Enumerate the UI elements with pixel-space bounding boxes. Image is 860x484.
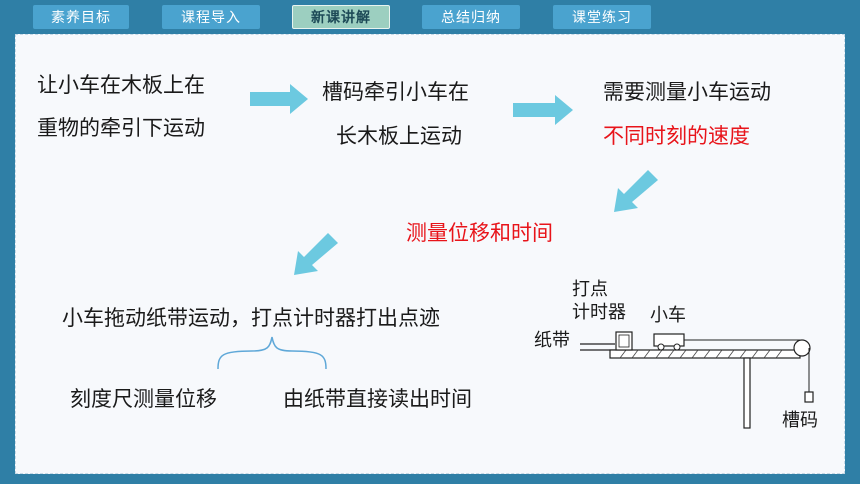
step4-text: 测量位移和时间 xyxy=(406,221,553,245)
tab-kecheng-daoru[interactable]: 课程导入 xyxy=(162,5,260,29)
arrow-down-left-1-icon xyxy=(614,170,658,212)
step2-line2: 长木板上运动 xyxy=(336,124,462,148)
step2-line1: 槽码牵引小车在 xyxy=(322,80,469,104)
content-panel xyxy=(15,34,845,474)
branch-right-text: 由纸带直接读出时间 xyxy=(283,387,472,411)
label-timer-line1: 打点 xyxy=(572,279,608,300)
tab-suyang-mubiao[interactable]: 素养目标 xyxy=(33,5,129,29)
brace-icon xyxy=(217,336,327,370)
panel-border xyxy=(15,34,845,474)
step3-line2: 不同时刻的速度 xyxy=(603,124,750,148)
nav-tabs: 素养目标 课程导入 新课讲解 总结归纳 课堂练习 xyxy=(0,0,860,33)
arrow-down-left-2-icon xyxy=(294,233,338,275)
tab-zongjie-guina[interactable]: 总结归纳 xyxy=(422,5,520,29)
branch-left-text: 刻度尺测量位移 xyxy=(70,387,217,411)
step3-line1: 需要测量小车运动 xyxy=(603,80,771,104)
label-timer-line2: 计时器 xyxy=(572,302,626,323)
arrow-right-2-icon xyxy=(513,95,573,125)
label-cart: 小车 xyxy=(650,305,686,326)
step1-line1: 让小车在木板上在 xyxy=(37,73,205,97)
tab-xinke-jiangjie[interactable]: 新课讲解 xyxy=(292,5,390,29)
label-weight: 槽码 xyxy=(782,410,818,431)
arrow-right-1-icon xyxy=(250,84,308,114)
step1-line2: 重物的牵引下运动 xyxy=(37,116,205,140)
step5-text: 小车拖动纸带运动，打点计时器打出点迹 xyxy=(62,306,440,330)
tab-ketang-lianxi[interactable]: 课堂练习 xyxy=(553,5,651,29)
apparatus-diagram xyxy=(580,331,814,429)
label-tape: 纸带 xyxy=(534,330,570,351)
